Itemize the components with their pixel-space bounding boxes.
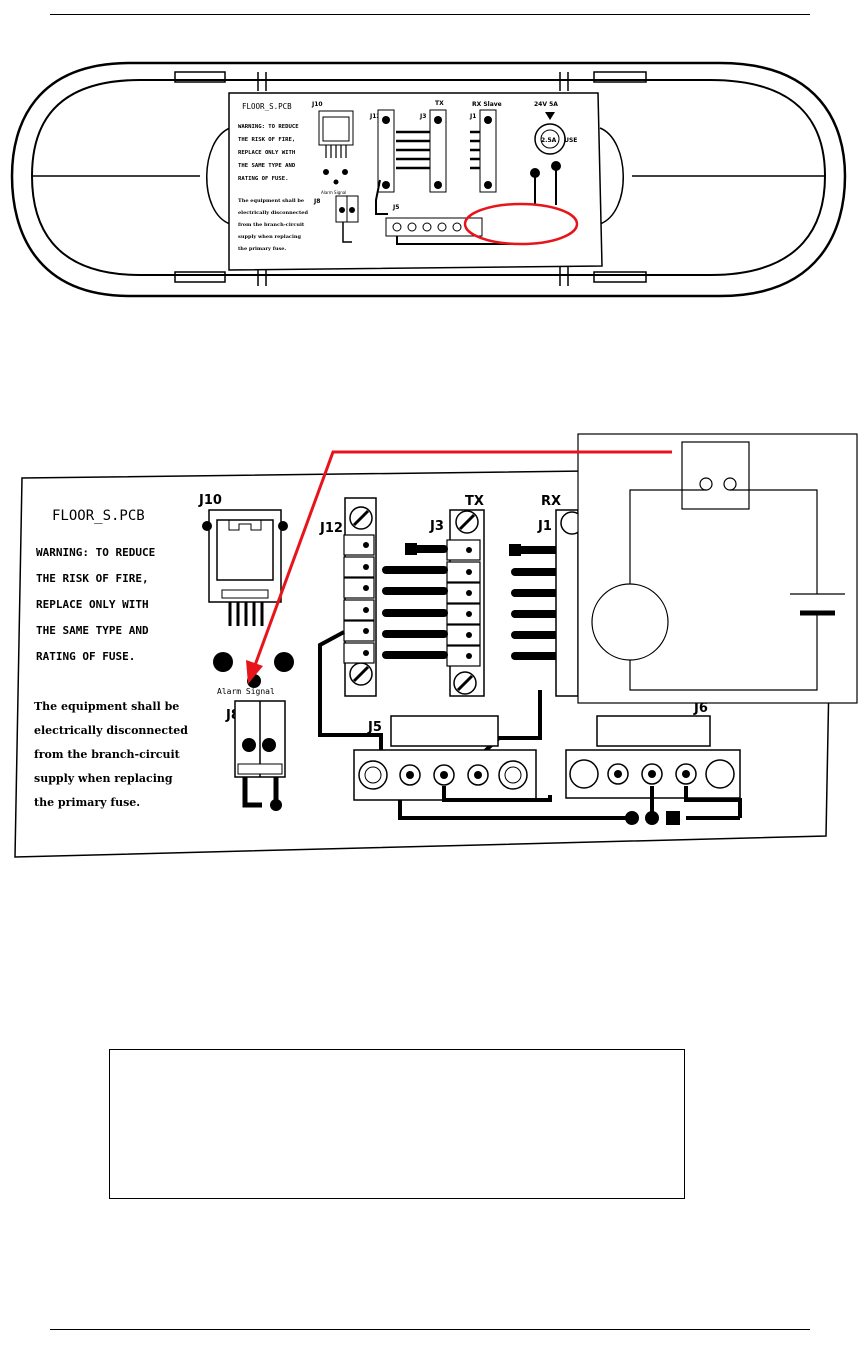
label-j3: J3	[429, 519, 444, 534]
warning-line-3: REPLACE ONLY WITH	[36, 598, 149, 611]
label-j6: J6	[693, 701, 708, 716]
thumb-notice-1: The equipment shall be	[238, 198, 304, 204]
thumb-label-rxslave: RX Slave	[472, 101, 502, 108]
thumb-label-fuse: FUSE	[560, 137, 577, 144]
thumb-warning-5: RATING OF FUSE.	[238, 176, 289, 182]
wiring-inset	[577, 433, 858, 704]
notice-line-3: from the branch-circuit	[34, 748, 181, 761]
footer-rule	[50, 1329, 810, 1330]
label-j12: J12	[319, 521, 343, 536]
thumb-label-j10: J10	[311, 101, 323, 108]
thumb-pcb-name: FLOOR_S.PCB	[242, 102, 292, 111]
thumb-label-rating: 24V 5A	[534, 101, 558, 108]
label-alarm-signal: Alarm Signal	[217, 687, 275, 696]
warning-line-2: THE RISK OF FIRE,	[36, 572, 149, 585]
label-j10: J10	[198, 493, 222, 508]
thumb-label-j1: J1	[469, 113, 476, 120]
pcb-name: FLOOR_S.PCB	[52, 508, 145, 524]
callout-arrow	[246, 450, 672, 684]
label-j5: J5	[367, 720, 382, 735]
thumb-label-alarm: Alarm Signal	[321, 190, 346, 195]
thumb-warning-3: REPLACE ONLY WITH	[238, 150, 295, 156]
notice-line-4: supply when replacing	[34, 772, 173, 785]
label-tx: TX	[465, 494, 484, 509]
warning-line-1: WARNING: TO REDUCE	[36, 546, 155, 559]
thumb-label-tx: TX	[435, 100, 444, 107]
board-thumbnail: FLOOR_S.PCB WARNING: TO REDUCE THE RISK …	[228, 92, 603, 271]
pcb-detail-view: FLOOR_S.PCB WARNING: TO REDUCE THE RISK …	[14, 467, 834, 858]
thumb-notice-5: the primary fuse.	[238, 246, 286, 252]
notice-line-1: The equipment shall be	[34, 700, 179, 713]
load-symbol	[591, 583, 669, 661]
thumb-label-j3: J3	[419, 113, 426, 120]
notice-line-5: the primary fuse.	[34, 796, 140, 809]
thumb-label-j12: J12	[369, 113, 381, 120]
thumb-fuse-cap: 2.5A	[541, 137, 557, 144]
thumb-warning-4: THE SAME TYPE AND	[238, 163, 296, 169]
warning-line-4: THE SAME TYPE AND	[36, 624, 149, 637]
label-j1: J1	[537, 519, 552, 534]
thumb-notice-2: electrically disconnected	[238, 210, 308, 216]
enclosure-top-view	[10, 61, 847, 298]
thumb-warning-1: WARNING: TO REDUCE	[238, 124, 299, 130]
label-rx: RX	[541, 494, 561, 509]
thumb-label-j8: J8	[313, 198, 320, 205]
thumb-notice-3: from the branch-circuit	[238, 222, 305, 228]
notice-line-2: electrically disconnected	[34, 724, 188, 737]
highlight-ellipse	[463, 202, 579, 246]
warning-line-5: RATING OF FUSE.	[36, 650, 135, 663]
thumb-notice-4: supply when replacing	[238, 234, 302, 240]
thumb-label-j5: J5	[392, 204, 399, 211]
caption-box	[109, 1049, 685, 1199]
thumb-warning-2: THE RISK OF FIRE,	[238, 137, 295, 143]
header-rule	[50, 14, 810, 15]
